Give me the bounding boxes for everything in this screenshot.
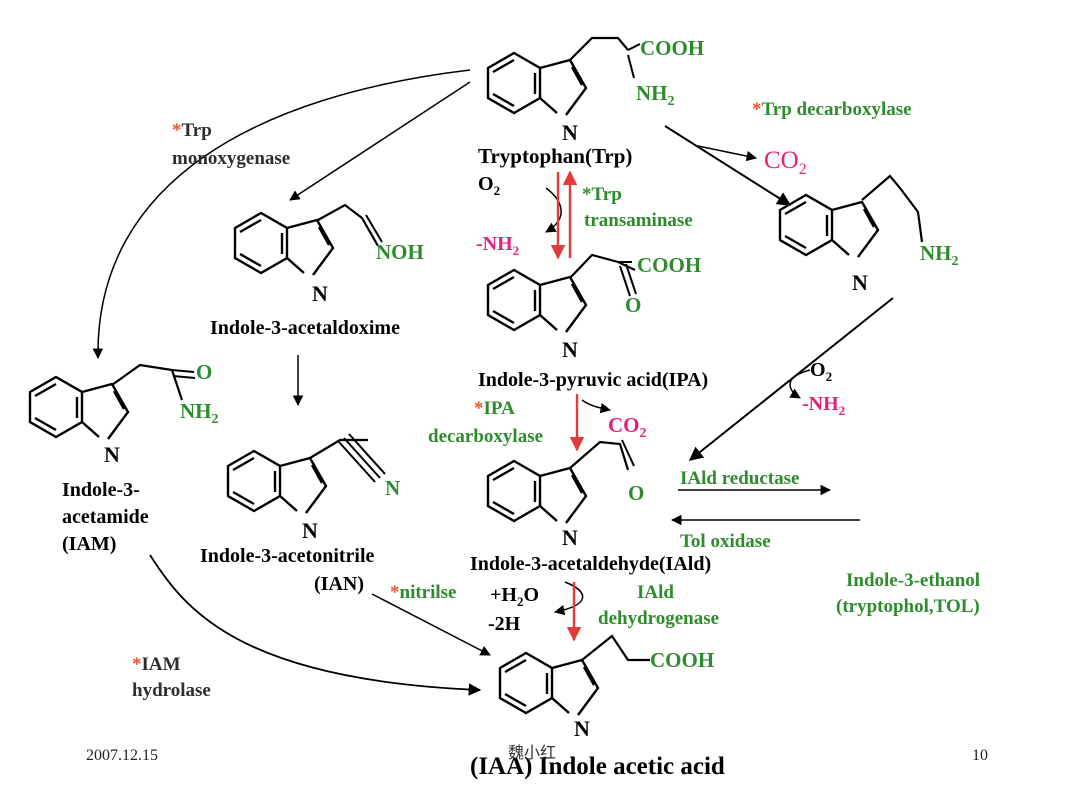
tryptamine-structure: NH2 N bbox=[778, 174, 959, 295]
footer-date: 2007.12.15 bbox=[86, 747, 158, 764]
footer-author: 魏小红 bbox=[508, 744, 556, 762]
cofactor-labels: O2 -NH2 CO2 O2 -NH2 CO2 +H2O -2H bbox=[476, 147, 845, 635]
enzyme-iald-dehydrogenase-2: dehydrogenase bbox=[598, 608, 719, 629]
ian-n: N bbox=[302, 518, 318, 543]
enzyme-trp-transaminase-1: *Trp bbox=[582, 184, 622, 205]
main-route-arrows bbox=[550, 170, 585, 642]
enzyme-labels: *Trp monoxygenase *Trp decarboxylase *Tr… bbox=[132, 99, 912, 701]
trp-n: N bbox=[562, 120, 578, 145]
tol-name-2: (tryptophol,TOL) bbox=[836, 596, 980, 617]
trp-co2: CO2 bbox=[764, 147, 807, 178]
enzyme-trp-transaminase-2: transaminase bbox=[584, 210, 693, 231]
tryptamine-o2: O2 bbox=[810, 359, 832, 384]
trp-nh2: NH2 bbox=[636, 81, 675, 109]
iam-name-1: Indole-3- bbox=[62, 479, 140, 501]
enzyme-ipa-decarboxylase-2: decarboxylase bbox=[428, 426, 543, 447]
ipa-cooh: COOH bbox=[637, 253, 701, 277]
enzyme-tol-oxidase: Tol oxidase bbox=[680, 531, 771, 552]
iald-n: N bbox=[562, 525, 578, 550]
ian-name-2: (IAN) bbox=[314, 573, 364, 595]
iam-n: N bbox=[104, 442, 120, 467]
tol-name-1: Indole-3-ethanol bbox=[846, 570, 980, 591]
iaa-structure: COOH N bbox=[498, 634, 714, 741]
trp-cooh: COOH bbox=[640, 36, 704, 60]
iam-nh2: NH2 bbox=[180, 399, 219, 427]
tryptamine-n: N bbox=[852, 270, 868, 295]
iald-o: O bbox=[628, 481, 644, 505]
enzyme-iald-dehydrogenase-1: IAld bbox=[637, 582, 674, 603]
iam-o: O bbox=[196, 360, 212, 384]
iald-structure: O N Indole-3-acetaldehyde(IAld) bbox=[470, 439, 711, 575]
iaa-cooh: COOH bbox=[650, 648, 714, 672]
ian-n-terminal: N bbox=[385, 476, 400, 500]
iaox-structure: NOH N Indole-3-acetaldoxime bbox=[210, 203, 424, 339]
enzyme-iam-hydrolase-1: *IAM bbox=[132, 654, 181, 675]
enzyme-iald-reductase: IAld reductase bbox=[680, 468, 799, 489]
iam-name-3: (IAM) bbox=[62, 533, 116, 555]
enzyme-iam-hydrolase-2: hydrolase bbox=[132, 680, 211, 701]
iam-name-2: acetamide bbox=[62, 506, 149, 528]
enzyme-trp-decarboxylase: *Trp decarboxylase bbox=[752, 99, 912, 120]
iam-structure: O NH2 N Indole-3- acetamide (IAM) bbox=[28, 360, 219, 555]
iaox-n: N bbox=[312, 281, 328, 306]
iaa-n: N bbox=[574, 716, 590, 741]
tryptamine-nh2: NH2 bbox=[920, 241, 959, 269]
ian-name-1: Indole-3-acetonitrile bbox=[200, 545, 375, 567]
enzyme-nitrilse: *nitrilse bbox=[390, 582, 457, 603]
pathway-arrows bbox=[92, 69, 894, 696]
trp-minus-nh2: -NH2 bbox=[476, 233, 519, 258]
ipa-o: O bbox=[625, 293, 641, 317]
enzyme-trp-monoxygenase-1: *Trp bbox=[172, 120, 212, 141]
ipa-structure: COOH O N Indole-3-pyruvic acid(IPA) bbox=[478, 253, 708, 391]
iaox-name: Indole-3-acetaldoxime bbox=[210, 317, 400, 339]
iald-name: Indole-3-acetaldehyde(IAld) bbox=[470, 553, 711, 575]
enzyme-ipa-decarboxylase-1: *IPA bbox=[474, 398, 515, 419]
iaa-name: (IAA) Indole acetic acid bbox=[470, 753, 725, 780]
tol-label: Indole-3-ethanol (tryptophol,TOL) bbox=[836, 570, 980, 617]
iald-h2o: +H2O bbox=[490, 584, 539, 609]
iaox-noh: NOH bbox=[376, 240, 424, 264]
ipa-n: N bbox=[562, 337, 578, 362]
enzyme-trp-monoxygenase-2: monoxygenase bbox=[172, 148, 290, 169]
tryptamine-minus-nh2: -NH2 bbox=[802, 393, 845, 418]
ipa-name: Indole-3-pyruvic acid(IPA) bbox=[478, 369, 708, 391]
iald-minus-2h: -2H bbox=[488, 613, 521, 635]
tryptophan-structure: COOH NH2 N Tryptophan(Trp) bbox=[478, 36, 704, 168]
trp-name: Tryptophan(Trp) bbox=[478, 144, 632, 168]
ipa-co2: CO2 bbox=[608, 413, 647, 441]
trp-o2: O2 bbox=[478, 173, 500, 198]
footer-page-number: 10 bbox=[972, 747, 988, 764]
ian-structure: N N Indole-3-acetonitrile (IAN) bbox=[200, 433, 400, 595]
